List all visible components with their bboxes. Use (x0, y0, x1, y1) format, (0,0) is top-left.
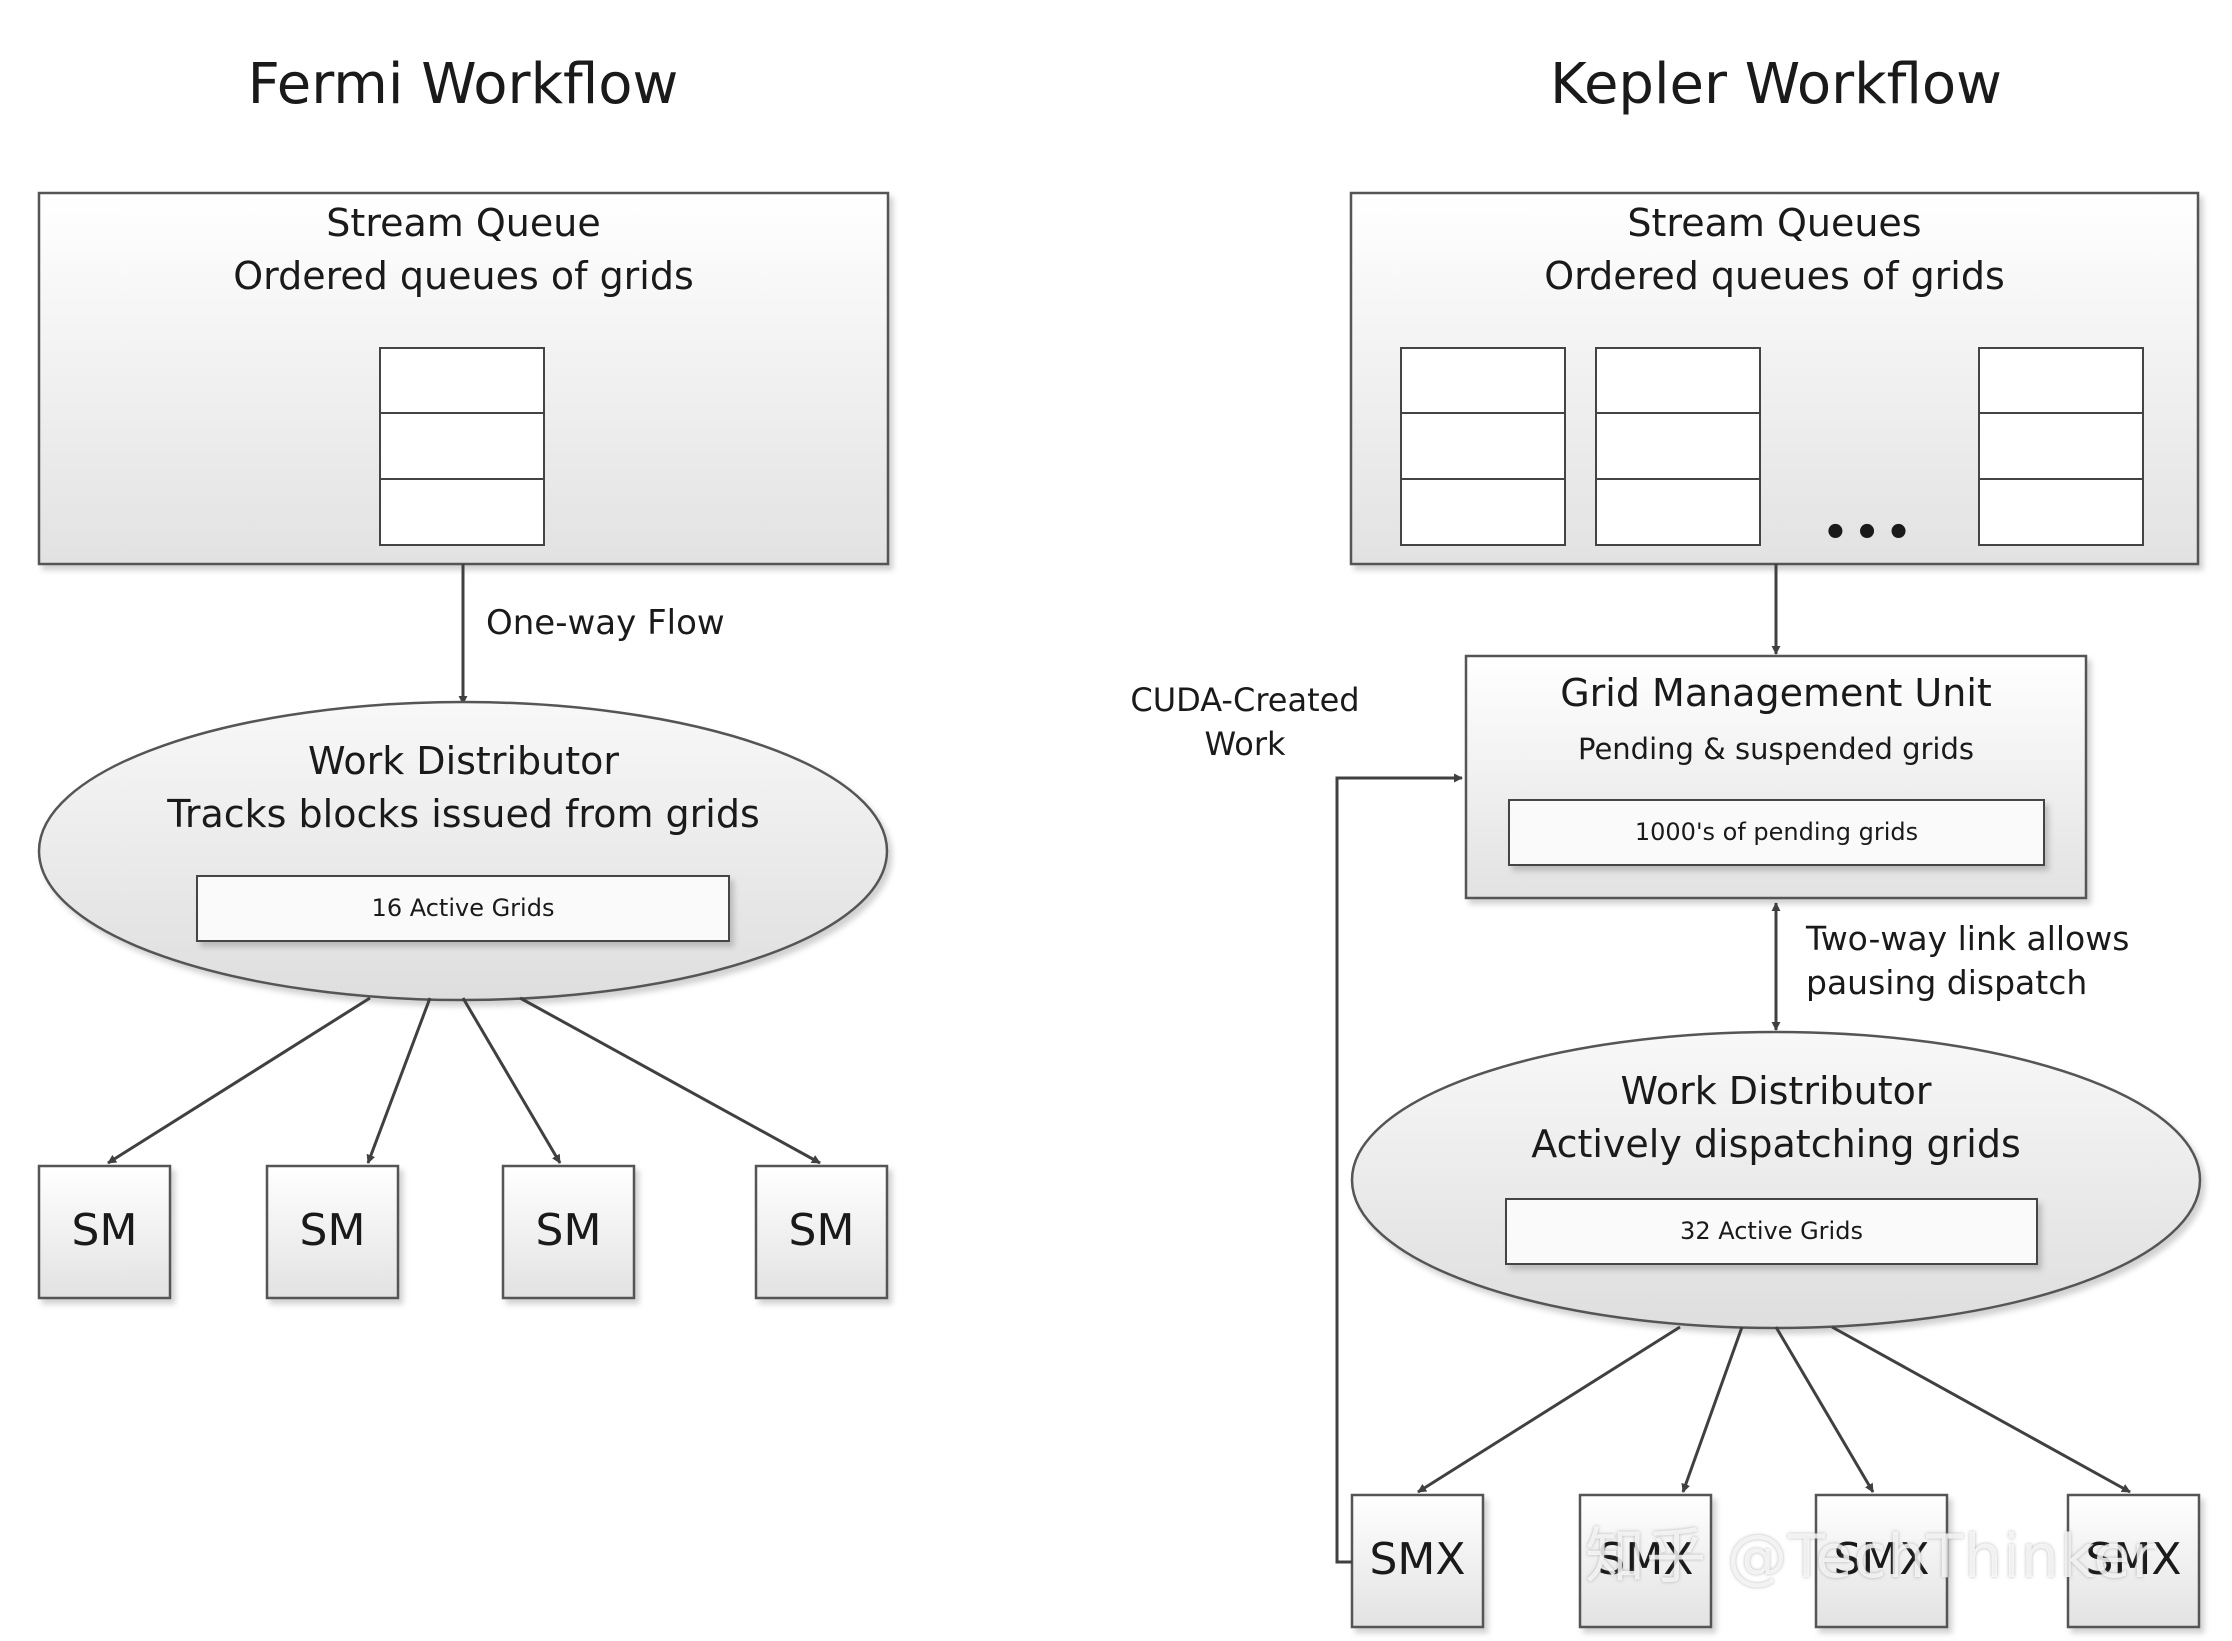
watermark: 知乎 @TechThinker (1585, 1522, 2158, 1592)
kepler-smx-label-2: SMX (1597, 1534, 1694, 1585)
kepler-smx-box-3 (1814, 1493, 1949, 1629)
cuda-created-label-line-1: CUDA-Created (1130, 681, 1360, 719)
fermi-sm-box-1 (37, 1164, 172, 1300)
fermi-stream-title: Stream Queue (326, 201, 601, 245)
fermi-sm-label-4: SM (788, 1205, 855, 1256)
two-way-link-label-line-2: pausing dispatch (1806, 963, 2088, 1002)
kepler-gmu-subtitle: Pending & suspended grids (1578, 732, 1974, 766)
kepler-pending-grids-box (1508, 799, 2045, 866)
kepler-gmu-title: Grid Management Unit (1560, 671, 1992, 715)
kepler-queue-1 (1400, 347, 1566, 546)
kepler-title: Kepler Workflow (1550, 52, 2002, 117)
kepler-dispatch-arrows (1417, 1325, 2131, 1494)
kepler-stream-subtitle: Ordered queues of grids (1544, 254, 2005, 298)
kepler-active-grids-box (1505, 1198, 2038, 1265)
kepler-active-grids-label: 32 Active Grids (1680, 1217, 1863, 1245)
kepler-distributor-title: Work Distributor (1620, 1069, 1932, 1113)
kepler-smx-label-3: SMX (1833, 1534, 1930, 1585)
fermi-sm-box-3 (501, 1164, 636, 1300)
fermi-dispatch-arrows (107, 996, 821, 1165)
kepler-queue-ellipsis: ••• (1822, 510, 1918, 556)
fermi-sm-label-2: SM (299, 1205, 366, 1256)
fermi-sm-boxes (37, 1164, 889, 1300)
kepler-smx-label-1: SMX (1369, 1534, 1466, 1585)
fermi-active-grids-box (196, 875, 730, 942)
fermi-sm-label-1: SM (71, 1205, 138, 1256)
fermi-flow-label: One-way Flow (486, 603, 725, 643)
kepler-distributor-subtitle: Actively dispatching grids (1531, 1122, 2021, 1166)
kepler-queue-2 (1595, 347, 1761, 546)
fermi-sm-label-3: SM (535, 1205, 602, 1256)
fermi-distributor-title: Work Distributor (308, 739, 619, 783)
cuda-created-work-arrow (1335, 773, 1463, 1564)
fermi-active-grids-label: 16 Active Grids (371, 894, 555, 922)
fermi-queue (379, 347, 545, 546)
kepler-queue-3 (1978, 347, 2144, 546)
kepler-smx-label-4: SMX (2085, 1534, 2182, 1585)
kepler-stream-title: Stream Queues (1627, 201, 1922, 245)
kepler-smx-box-2 (1578, 1493, 1713, 1629)
fermi-stream-subtitle: Ordered queues of grids (233, 254, 694, 298)
fermi-title: Fermi Workflow (247, 52, 679, 117)
fermi-sm-box-4 (754, 1164, 889, 1300)
fermi-sm-box-2 (265, 1164, 400, 1300)
two-way-link-label-line-1: Two-way link allows (1806, 919, 2130, 958)
kepler-smx-boxes (1350, 1493, 2201, 1629)
kepler-smx-box-4 (2066, 1493, 2201, 1629)
kepler-pending-grids-label: 1000's of pending grids (1634, 818, 1919, 846)
cuda-created-label-line-2: Work (1204, 725, 1286, 763)
fermi-distributor-subtitle: Tracks blocks issued from grids (167, 792, 760, 836)
